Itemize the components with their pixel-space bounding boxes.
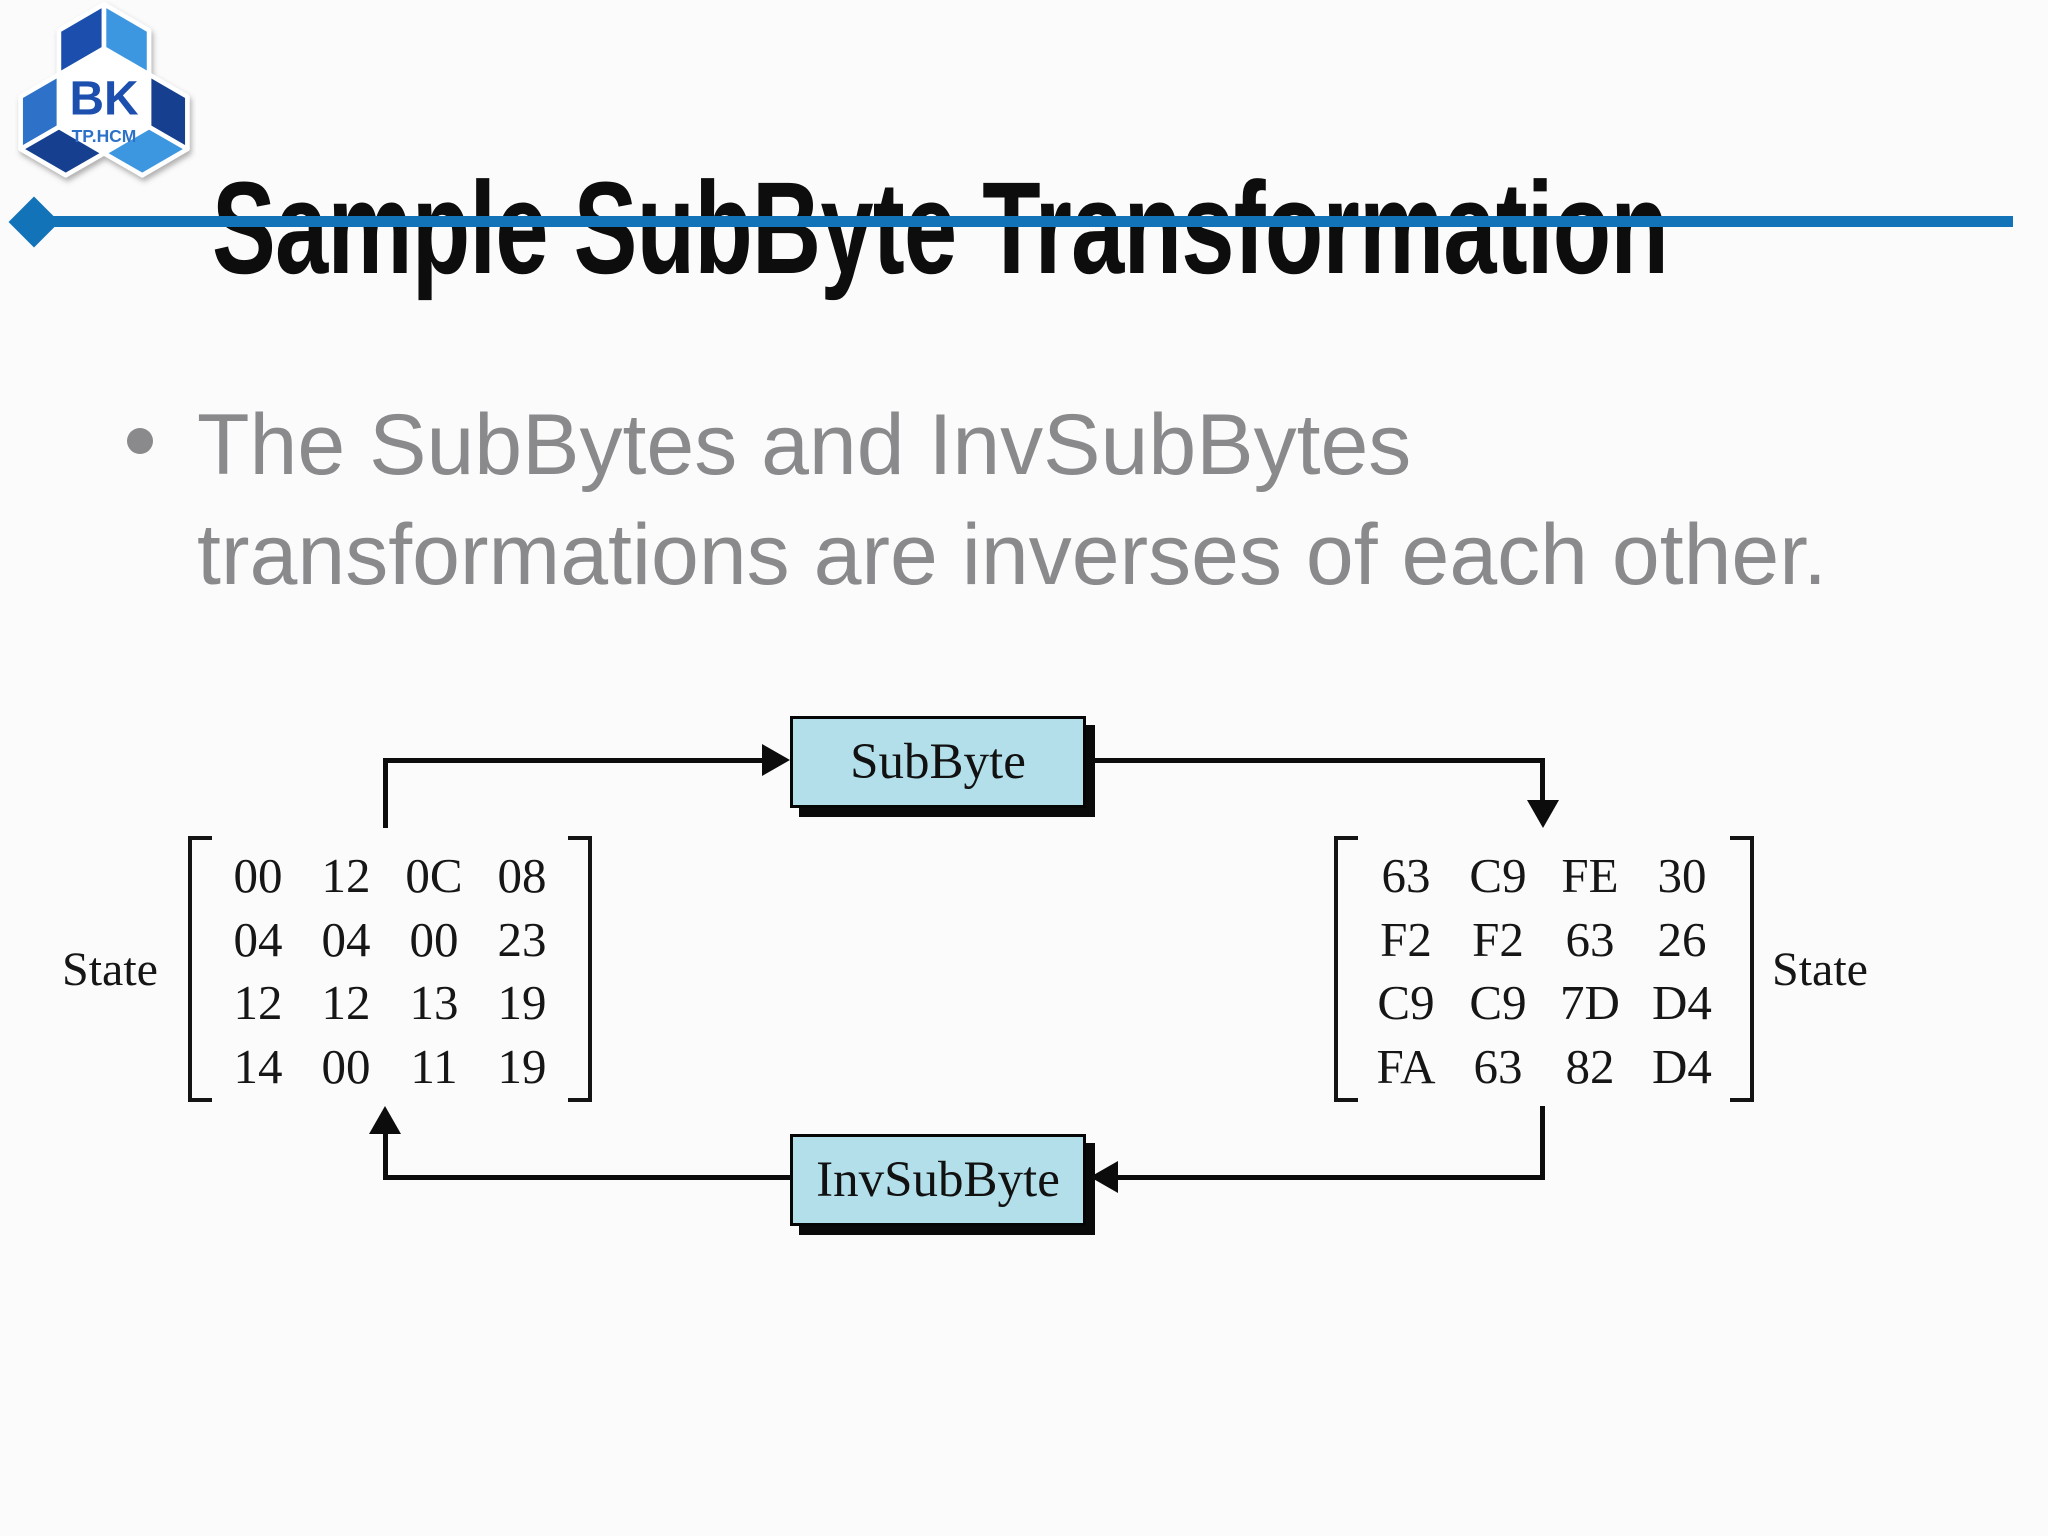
matrix-cell: 04	[233, 911, 283, 967]
matrix-cell: FA	[1376, 1038, 1436, 1094]
matrix-cell: 26	[1657, 911, 1707, 967]
logo-text-bk: BK	[69, 73, 139, 126]
invsubbyte-process-box: InvSubByte	[790, 1134, 1086, 1226]
matrix-cell: 00	[409, 911, 459, 967]
connector-topright-horizontal	[1089, 758, 1545, 763]
matrix-cell: C9	[1377, 975, 1435, 1031]
matrix-cell: 0C	[405, 848, 463, 904]
matrix-cell: 82	[1565, 1038, 1615, 1094]
header-rule-diamond	[8, 196, 60, 248]
matrix-cell: 63	[1565, 911, 1615, 967]
connector-bottomright-horizontal	[1118, 1175, 1545, 1180]
matrix-cell: 23	[497, 911, 547, 967]
matrix-cell: 19	[497, 975, 547, 1031]
bullet-line-1: The SubBytes and InvSubBytes	[197, 397, 1412, 493]
connector-topleft-horizontal	[383, 758, 763, 763]
matrix-cell: 63	[1473, 1038, 1523, 1094]
matrix-cell: C9	[1469, 848, 1527, 904]
matrix-cell: 30	[1657, 848, 1707, 904]
bullet-marker	[127, 428, 153, 454]
connector-topright-vertical	[1540, 758, 1545, 802]
matrix-cell: D4	[1652, 975, 1712, 1031]
left-matrix-grid: 00 12 0C 08 04 04 00 23 12 12 13 19 14 00 11 19	[214, 844, 566, 1098]
bullet-paragraph: The SubBytes and InvSubBytes transformat…	[197, 390, 1997, 610]
matrix-cell: 00	[233, 848, 283, 904]
matrix-bracket-left	[188, 836, 212, 1102]
connector-bottomleft-vertical	[383, 1134, 388, 1180]
left-state-label: State	[62, 943, 158, 996]
arrowhead-into-invsubbyte	[1090, 1161, 1118, 1193]
matrix-cell: 12	[321, 975, 371, 1031]
matrix-cell: 63	[1381, 848, 1431, 904]
matrix-cell: C9	[1469, 975, 1527, 1031]
right-state-label: State	[1772, 943, 1868, 996]
logo-cubes	[18, 1, 190, 178]
subbyte-process-box: SubByte	[790, 716, 1086, 808]
invsubbyte-label: InvSubByte	[816, 1152, 1060, 1208]
matrix-cell: D4	[1652, 1038, 1712, 1094]
arrowhead-into-subbyte	[762, 744, 790, 776]
subbyte-label: SubByte	[850, 734, 1026, 790]
matrix-bracket-right	[568, 836, 592, 1102]
bk-tphcm-logo: BK TP.HCM	[18, 1, 190, 178]
matrix-cell: F2	[1472, 911, 1524, 967]
matrix-bracket-left	[1334, 836, 1358, 1102]
arrowhead-into-left-matrix	[369, 1106, 401, 1134]
logo-text-tphcm: TP.HCM	[72, 126, 137, 146]
matrix-cell: 00	[321, 1038, 371, 1094]
matrix-cell: 04	[321, 911, 371, 967]
matrix-cell: 7D	[1560, 975, 1620, 1031]
slide-title: Sample SubByte Transformation	[212, 153, 1669, 301]
connector-bottomleft-horizontal	[385, 1175, 791, 1180]
arrowhead-into-right-matrix	[1527, 800, 1559, 828]
matrix-cell: 14	[233, 1038, 283, 1094]
left-state-matrix: 00 12 0C 08 04 04 00 23 12 12 13 19 14 00 11 19	[188, 836, 592, 1102]
bullet-line-2: transformations are inverses of each oth…	[197, 507, 1828, 603]
connector-bottomright-vertical	[1540, 1106, 1545, 1180]
connector-topleft-vertical	[383, 758, 388, 828]
matrix-cell: 13	[409, 975, 459, 1031]
matrix-cell: 19	[497, 1038, 547, 1094]
matrix-cell: 12	[233, 975, 283, 1031]
matrix-bracket-right	[1730, 836, 1754, 1102]
matrix-cell: F2	[1380, 911, 1432, 967]
matrix-cell: 11	[410, 1038, 458, 1094]
matrix-cell: FE	[1561, 848, 1619, 904]
header-rule	[42, 216, 2013, 227]
matrix-cell: 12	[321, 848, 371, 904]
matrix-cell: 08	[497, 848, 547, 904]
